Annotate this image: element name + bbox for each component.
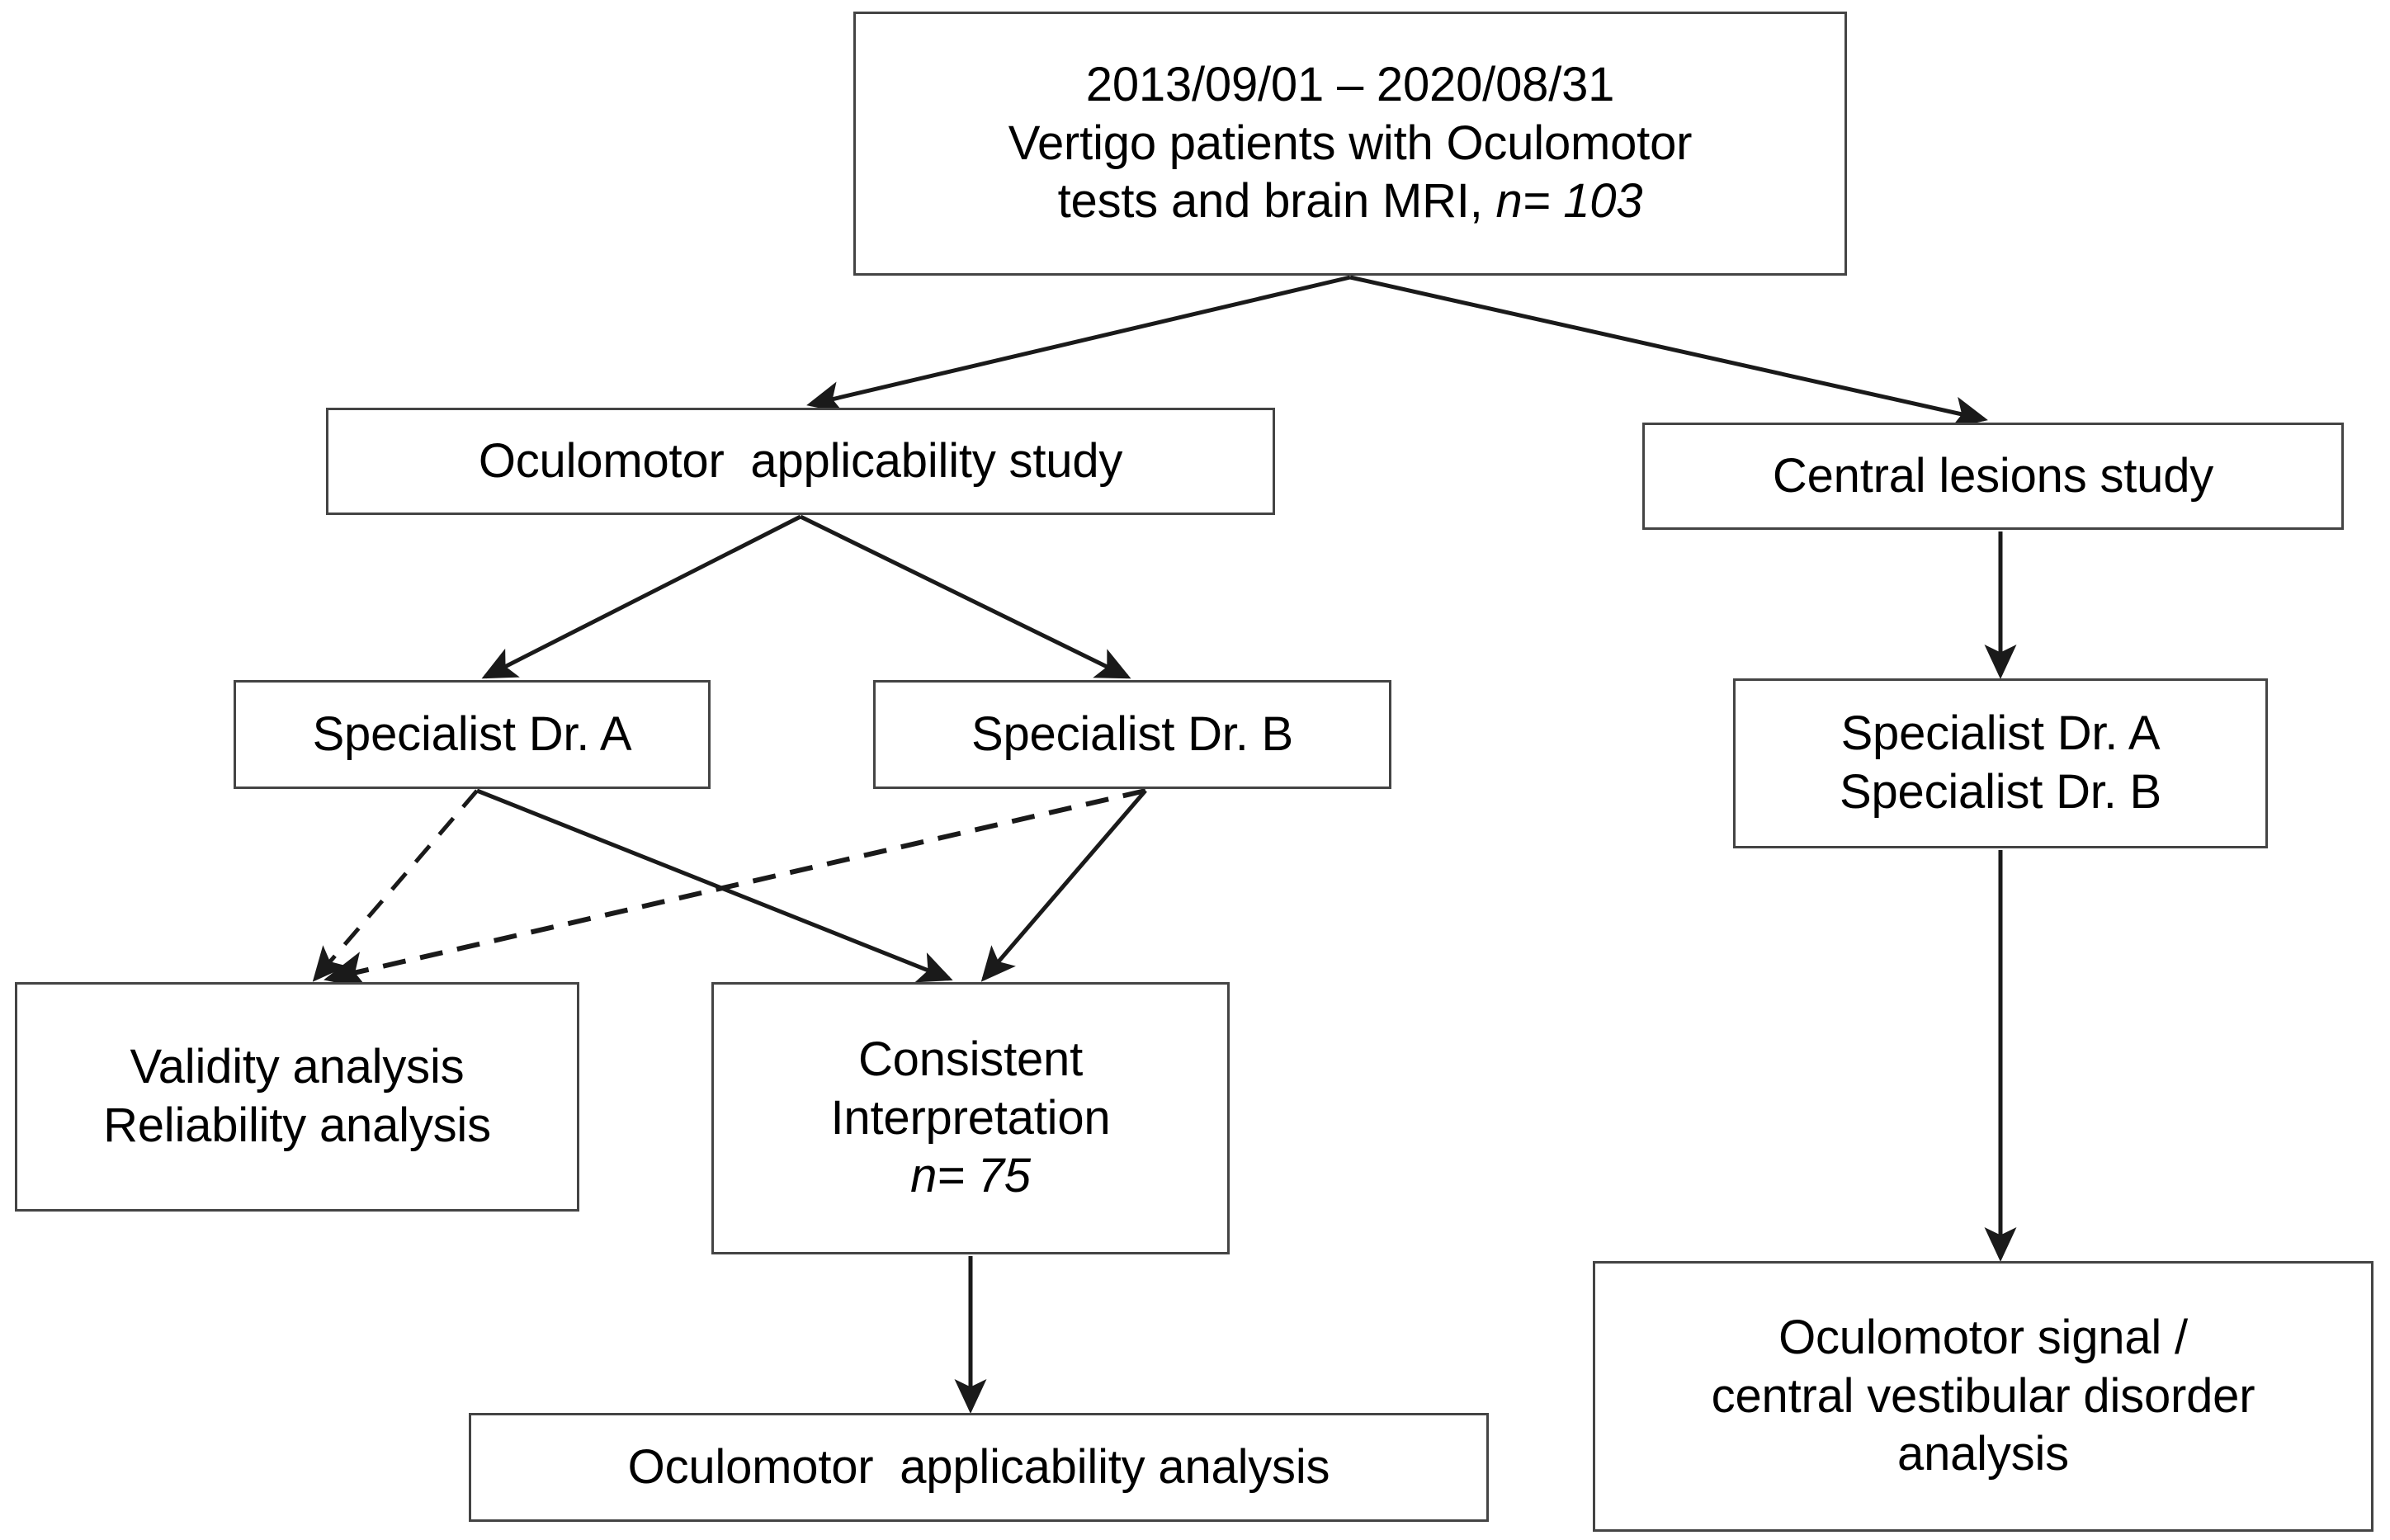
consistent-sample-size-wrap: n= 75 <box>910 1147 1031 1206</box>
signal-analysis-line-3: analysis <box>1897 1427 2069 1481</box>
specialists-a-and-b-box[interactable]: Specialist Dr. A Specialist Dr. B <box>1733 678 2268 848</box>
validity-analysis-label: Validity analysis <box>130 1040 465 1094</box>
edge-cohort-to-central-study <box>1349 275 1988 428</box>
cohort-line-2: Vertigo patients with Oculomotor <box>1008 116 1693 170</box>
oculomotor-study-label: Oculomotor applicability study <box>478 433 1123 488</box>
consistent-line-1: Consistent <box>857 1032 1084 1086</box>
oculomotor-signal-central-vestibular-disorder-analysis-box[interactable]: Oculomotor signal / central vestibular d… <box>1593 1261 2373 1532</box>
reliability-analysis-label: Reliability analysis <box>103 1098 491 1152</box>
edge-cohort-to-oculomotor-study <box>806 275 1351 413</box>
edge-specialist-b-to-validity <box>324 788 1146 990</box>
edge-specialist-a-to-consistent <box>476 788 953 983</box>
edge-study-to-specialist-b <box>799 514 1131 679</box>
specialists-ab-line-2: Specialist Dr. B <box>1839 765 2162 819</box>
specialist-dr-a-box[interactable]: Specialist Dr. A <box>234 680 711 789</box>
edge-study-to-specialist-a <box>481 514 802 679</box>
cohort-line-1: 2013/09/01 – 2020/08/31 <box>1085 57 1615 111</box>
central-lesions-study-box[interactable]: Central lesions study <box>1642 423 2344 530</box>
specialist-b-label: Specialist Dr. B <box>971 706 1294 761</box>
specialists-ab-line-1: Specialist Dr. A <box>1840 706 2161 761</box>
specialist-a-label: Specialist Dr. A <box>312 706 632 761</box>
oculomotor-applicability-analysis-box[interactable]: Oculomotor applicability analysis <box>469 1413 1489 1522</box>
consistent-line-2: Interpretation <box>830 1090 1111 1145</box>
signal-analysis-line-1: Oculomotor signal / <box>1778 1310 2188 1364</box>
cohort-line-3: tests and brain MRI, n= 103 <box>1057 174 1643 229</box>
oculomotor-applicability-study-box[interactable]: Oculomotor applicability study <box>326 408 1275 515</box>
edge-specialist-b-to-consistent <box>980 789 1147 982</box>
cohort-box[interactable]: 2013/09/01 – 2020/08/31 Vertigo patients… <box>853 12 1847 276</box>
validity-reliability-analysis-box[interactable]: Validity analysis Reliability analysis <box>15 982 579 1212</box>
specialist-dr-b-box[interactable]: Specialist Dr. B <box>873 680 1391 789</box>
applicability-analysis-label: Oculomotor applicability analysis <box>627 1439 1330 1494</box>
cohort-sample-size: n= 103 <box>1495 174 1643 229</box>
consistent-sample-size: n= 75 <box>910 1149 1031 1203</box>
central-study-label: Central lesions study <box>1772 448 2214 503</box>
consistent-interpretation-box[interactable]: Consistent Interpretation n= 75 <box>711 982 1230 1254</box>
edge-specialist-a-to-validity <box>312 789 479 982</box>
signal-analysis-line-2: central vestibular disorder <box>1711 1368 2255 1423</box>
